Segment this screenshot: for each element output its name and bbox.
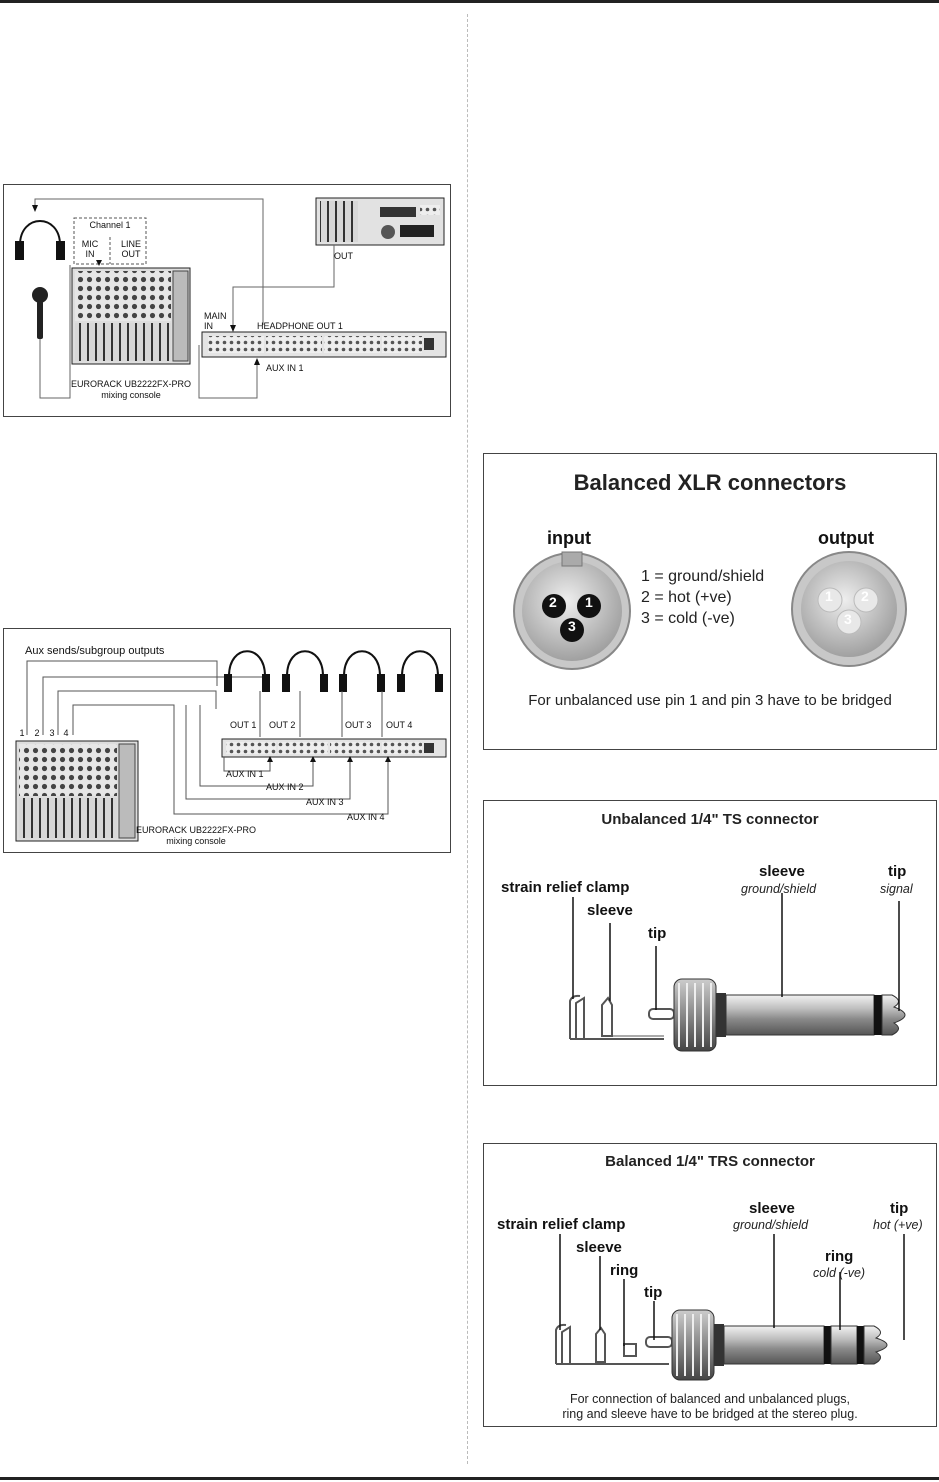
xlr-output-label: output: [818, 528, 874, 548]
trs-ring-label: ring: [825, 1248, 854, 1265]
console-caption-2: EURORACK UB2222FX-PRO mixing console: [135, 825, 257, 846]
headphone-out-label: HEADPHONE OUT 1: [257, 321, 343, 331]
diagram-2-drawing: [15, 650, 447, 842]
trs-sleeve-sub: ground/shield: [733, 1218, 809, 1232]
xlr-legend-line-3: 3 = cold (-ve): [641, 610, 735, 627]
aux-sends-diagram: Aux sends/subgroup outputs 1 2 3 4 OUT 1…: [3, 628, 451, 853]
trs-tip-sub: hot (+ve): [873, 1218, 923, 1232]
trs-title: Balanced 1/4" TRS connector: [605, 1153, 815, 1170]
aux-in-label-1: AUX IN 1: [226, 769, 264, 779]
ts-sleeve-label: sleeve: [759, 863, 805, 880]
xlr-output-pin-3: 3: [844, 611, 852, 627]
ts-tip-label: tip: [888, 863, 907, 880]
ts-strain-relief-label: strain relief clamp: [501, 879, 630, 896]
ts-title: Unbalanced 1/4" TS connector: [601, 811, 819, 828]
ts-connector-box: Unbalanced 1/4" TS connector: [483, 800, 937, 1086]
ts-inner-tip-label: tip: [648, 925, 667, 942]
xlr-output-pin-2: 2: [861, 588, 869, 604]
console-caption: EURORACK UB2222FX-PRO mixing console: [70, 379, 192, 400]
trs-inner-tip-label: tip: [644, 1284, 663, 1301]
out-label-2: OUT 2: [269, 720, 296, 730]
aux-in-label-4: AUX IN 4: [347, 812, 385, 822]
aux-in-label-2: AUX IN 2: [266, 782, 304, 792]
diagram-1-drawing: [15, 197, 447, 399]
line-out-label: LINE OUT: [120, 239, 142, 259]
trs-sleeve-label: sleeve: [749, 1200, 795, 1217]
trs-ring-sub: cold (-ve): [813, 1266, 866, 1280]
headphones-row: [224, 650, 443, 692]
aux-sends-title: Aux sends/subgroup outputs: [25, 645, 165, 657]
xlr-note: For unbalanced use pin 1 and pin 3 have …: [528, 692, 892, 709]
ts-sleeve-sub: ground/shield: [741, 882, 817, 896]
ts-tip-sub: signal: [880, 882, 913, 896]
xlr-female-icon: [513, 551, 631, 670]
headphone-monitoring-diagram: Channel 1 MIC IN LINE OUT OUT MAIN IN HE…: [3, 184, 451, 417]
out-label-4: OUT 4: [386, 720, 413, 730]
send-number-3: 3: [49, 728, 55, 738]
column-divider: [467, 14, 468, 1464]
top-rule: [0, 0, 939, 3]
send-number-2: 2: [34, 728, 40, 738]
main-in-label: MAIN IN: [204, 311, 227, 331]
trs-inner-sleeve-label: sleeve: [576, 1239, 622, 1256]
out-label-1: OUT 1: [230, 720, 257, 730]
xlr-input-pin-3: 3: [568, 618, 576, 634]
headphone-amp-icon: [221, 738, 447, 758]
headphones-icon: [15, 220, 65, 260]
trs-strain-relief-label: strain relief clamp: [497, 1216, 626, 1233]
trs-plug-icon: [555, 1309, 888, 1381]
mic-in-label: MIC IN: [81, 239, 99, 259]
trs-tip-label: tip: [890, 1200, 909, 1217]
xlr-drawing: [513, 551, 907, 670]
ts-inner-sleeve-label: sleeve: [587, 902, 633, 919]
xlr-legend-line-1: 1 = ground/shield: [641, 568, 765, 585]
xlr-input-pin-1: 1: [585, 594, 593, 610]
xlr-legend-line-2: 2 = hot (+ve): [641, 589, 732, 606]
trs-connector-box: Balanced 1/4" TRS connector: [483, 1143, 937, 1427]
xlr-male-icon: [791, 551, 907, 667]
trs-inner-ring-label: ring: [610, 1262, 639, 1279]
xlr-output-pin-1: 1: [825, 588, 833, 604]
mixer-console-icon: [15, 740, 139, 842]
aux-in-label: AUX IN 1: [266, 363, 304, 373]
send-number-1: 1: [19, 728, 25, 738]
headphone-amp-icon: [201, 331, 447, 358]
xlr-input-label: input: [547, 528, 591, 548]
trs-note: For connection of balanced and unbalance…: [562, 1392, 858, 1421]
bottom-rule: [0, 1477, 939, 1480]
microphone-icon: [32, 287, 48, 339]
xlr-connectors-box: Balanced XLR connectors input output 2 1…: [483, 453, 937, 750]
aux-in-label-3: AUX IN 3: [306, 797, 344, 807]
xlr-title: Balanced XLR connectors: [573, 470, 847, 495]
xlr-pin-legend: 1 = ground/shield 2 = hot (+ve) 3 = cold…: [641, 566, 764, 629]
recorder-out-label: OUT: [334, 251, 353, 261]
mixer-console-icon: [71, 267, 191, 365]
ts-plug-icon: [569, 978, 906, 1052]
out-label-3: OUT 3: [345, 720, 372, 730]
send-number-4: 4: [63, 728, 69, 738]
trs-plug-drawing: [555, 1234, 905, 1381]
ts-plug-drawing: [569, 893, 906, 1052]
channel-label: Channel 1: [89, 220, 131, 230]
xlr-input-pin-2: 2: [549, 594, 557, 610]
recorder-icon: [315, 197, 445, 246]
